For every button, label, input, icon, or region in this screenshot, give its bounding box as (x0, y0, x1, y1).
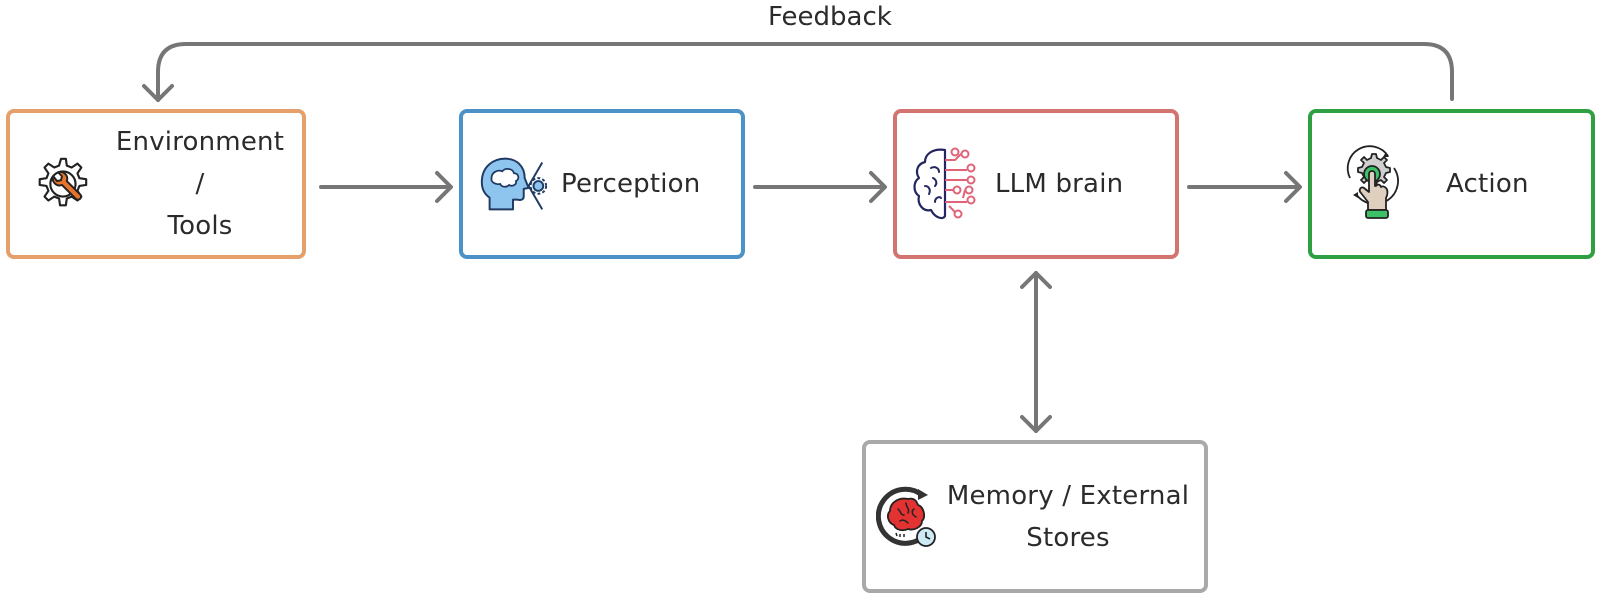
node-label-line-2: Stores (1026, 522, 1110, 553)
arrowhead-memory-down (1020, 415, 1052, 433)
node-label: Perception (561, 169, 701, 199)
hand-press-gear-icon (1342, 142, 1402, 226)
head-perception-icon (473, 152, 553, 216)
arrowhead-action (1284, 171, 1302, 203)
node-label: Memory / External Stores (944, 475, 1192, 559)
node-llm-brain[interactable]: LLM brain (893, 109, 1179, 259)
feedback-arrowhead (142, 84, 174, 102)
arrowhead-perception (435, 171, 453, 203)
brain-clock-cycle-icon (876, 485, 940, 549)
node-label: LLM brain (995, 169, 1124, 199)
node-label: Environment / Tools (110, 121, 290, 247)
circuit-brain-icon (911, 146, 981, 222)
node-label-line-2: Tools (167, 211, 233, 241)
node-action[interactable]: Action (1308, 109, 1595, 259)
node-label-line-1: Memory / External (946, 480, 1190, 511)
feedback-label: Feedback (768, 2, 892, 32)
node-memory-external-stores[interactable]: Memory / External Stores (862, 440, 1208, 593)
arrowhead-llm-up (1020, 271, 1052, 289)
node-perception[interactable]: Perception (459, 109, 745, 259)
node-label-line-1: Environment / (115, 127, 285, 199)
feedback-edge (156, 42, 1454, 102)
node-environment-tools[interactable]: Environment / Tools (6, 109, 306, 259)
arrowhead-llm (869, 171, 887, 203)
gear-wrench-icon (28, 153, 94, 215)
node-label: Action (1446, 169, 1529, 199)
